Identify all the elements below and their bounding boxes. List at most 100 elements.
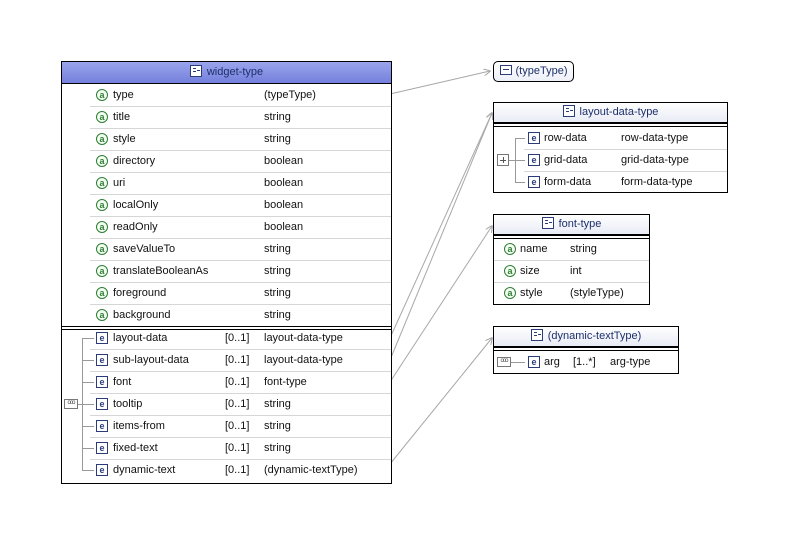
element-branch-line [515,138,525,139]
element-type: string [264,420,291,432]
attribute-icon: a [96,309,108,321]
element-type: arg-type [610,356,651,368]
font-type-header: font-type [494,215,649,235]
attribute-icon: a [96,133,108,145]
attribute-icon: a [96,265,108,277]
element-branch-line [82,470,94,471]
attribute-type: boolean [264,155,304,167]
attribute-icon: a [504,287,516,299]
attribute-type: (styleType) [570,287,624,299]
widget-type-title: widget-type [206,66,264,78]
attribute-name: foreground [113,287,167,299]
complex-type-icon [562,105,575,117]
element-name: dynamic-text [113,464,176,476]
element-multiplicity: [0..1] [225,354,250,366]
element-branch-line [515,182,525,183]
attribute-type: boolean [264,221,304,233]
dynamic-textType-header: (dynamic-textType) [494,327,678,347]
element-row[interactable]: e form-data form-data-type [524,171,727,193]
attribute-name: size [520,265,540,277]
link-font-to-font-type [389,226,492,383]
element-branch-line [515,160,525,161]
element-icon: e [96,398,108,410]
complex-type-icon [541,217,554,229]
attribute-name: title [113,111,131,123]
element-name: font [113,376,132,388]
attribute-name: translateBooleanAs [113,265,209,277]
attribute-type: string [264,243,291,255]
element-type: string [264,398,291,410]
attribute-icon: a [96,221,108,233]
link-sub-layout-data-to-layout-data-type [389,113,492,361]
typeType-title: (typeType) [515,65,568,77]
attribute-name: type [113,89,134,101]
layout-data-type-title: layout-data-type [579,106,659,118]
element-branch-line [82,360,94,361]
attribute-icon: a [96,155,108,167]
attribute-row[interactable]: a foreground string [90,282,391,305]
element-type: grid-data-type [621,154,689,166]
attribute-type: boolean [264,177,304,189]
attribute-type: string [264,287,291,299]
attribute-row[interactable]: a translateBooleanAs string [90,260,391,283]
element-branch-line [82,426,94,427]
element-type: layout-data-type [264,354,343,366]
typeType-box[interactable]: (typeType) [493,61,574,82]
element-multiplicity: [0..1] [225,376,250,388]
attribute-icon: a [96,243,108,255]
attribute-icon: a [96,287,108,299]
element-type: font-type [264,376,307,388]
element-type: form-data-type [621,176,693,188]
font-type-title: font-type [558,218,602,230]
element-branch-line [82,338,94,339]
layout-data-type-separator [494,123,727,127]
attribute-type: int [570,265,582,277]
element-icon: e [528,356,540,368]
element-name: form-data [544,176,592,188]
element-type: string [264,442,291,454]
element-name: sub-layout-data [113,354,189,366]
attribute-icon: a [96,89,108,101]
element-name: layout-data [113,332,168,344]
attribute-name: localOnly [113,199,159,211]
widget-type-header: widget-type [62,62,391,84]
dynamic-textType-title: (dynamic-textType) [547,330,642,342]
attribute-type: string [264,265,291,277]
element-icon: e [528,176,540,188]
element-name: grid-data [544,154,588,166]
element-branch-line [82,382,94,383]
link-dynamic-text-to-dynamic-textType [389,338,492,465]
attribute-name: name [520,243,548,255]
elements-tree-stub [76,404,82,405]
element-multiplicity: [0..1] [225,442,250,454]
attribute-type: (typeType) [264,89,316,101]
attribute-name: background [113,309,171,321]
